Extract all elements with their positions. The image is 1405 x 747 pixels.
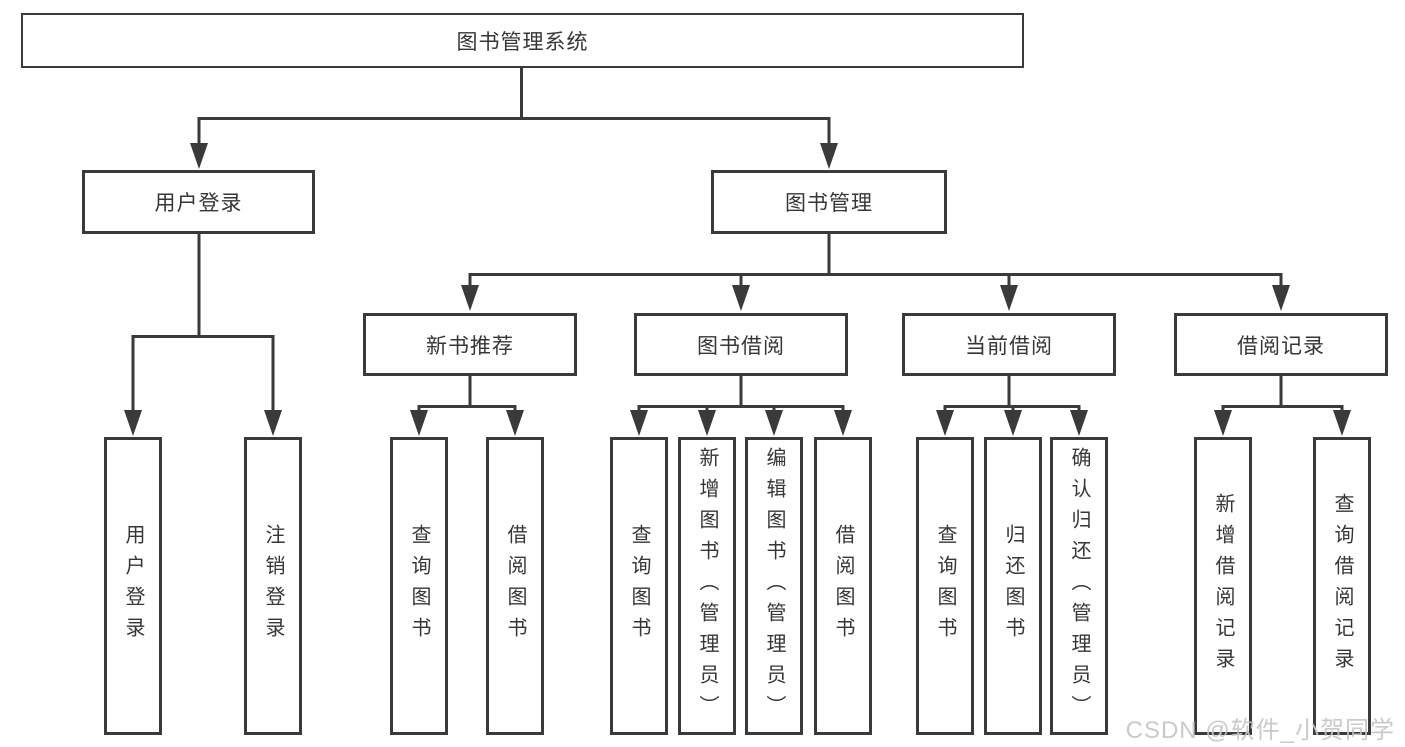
leaf-query-books-current-label: 查询图书 <box>934 524 956 648</box>
node-borrowing-records: 借阅记录 <box>1174 313 1388 376</box>
leaf-borrow-books-borrowing: 借阅图书 <box>814 437 872 735</box>
node-current-borrowing: 当前借阅 <box>902 313 1116 376</box>
leaf-query-books-borrowing: 查询图书 <box>610 437 668 735</box>
leaf-user-login-label: 用户登录 <box>122 524 144 648</box>
leaf-edit-book-admin-label: 编辑图书（管理员） <box>763 446 785 726</box>
node-new-book-recommend: 新书推荐 <box>363 313 577 376</box>
connector-lines <box>131 68 1344 412</box>
arrowheads <box>124 143 1351 436</box>
leaf-logout: 注销登录 <box>244 437 302 735</box>
node-library-management-system: 图书管理系统 <box>21 13 1024 68</box>
leaf-add-borrow-record: 新增借阅记录 <box>1194 437 1252 735</box>
leaf-query-borrow-record-label: 查询借阅记录 <box>1331 493 1353 679</box>
node-borrowing-records-label: 借阅记录 <box>1237 334 1325 358</box>
leaf-edit-book-admin: 编辑图书（管理员） <box>745 437 803 735</box>
node-library-management-system-label: 图书管理系统 <box>456 30 589 54</box>
leaf-query-books-current: 查询图书 <box>916 437 974 735</box>
node-new-book-recommend-label: 新书推荐 <box>426 334 514 358</box>
node-book-borrowing-label: 图书借阅 <box>697 334 785 358</box>
watermark: CSDN @软件_小贺同学 <box>1125 717 1395 744</box>
leaf-user-login: 用户登录 <box>104 437 162 735</box>
leaf-query-books-recommend-label: 查询图书 <box>408 524 430 648</box>
node-book-management-label: 图书管理 <box>785 192 873 215</box>
leaf-borrow-books-recommend-label: 借阅图书 <box>504 524 526 648</box>
node-user-login-label: 用户登录 <box>154 192 243 215</box>
leaf-confirm-return-admin-label: 确认归还（管理员） <box>1068 446 1090 726</box>
leaf-query-books-recommend: 查询图书 <box>390 437 448 735</box>
leaf-borrow-books-recommend: 借阅图书 <box>486 437 544 735</box>
leaf-borrow-books-borrowing-label: 借阅图书 <box>832 524 854 648</box>
leaf-add-borrow-record-label: 新增借阅记录 <box>1212 493 1234 679</box>
leaf-logout-label: 注销登录 <box>262 524 284 648</box>
leaf-add-book-admin: 新增图书（管理员） <box>678 437 736 735</box>
node-user-login: 用户登录 <box>82 170 315 234</box>
leaf-query-books-borrowing-label: 查询图书 <box>628 524 650 648</box>
node-book-management: 图书管理 <box>711 170 947 234</box>
node-book-borrowing: 图书借阅 <box>634 313 848 376</box>
node-current-borrowing-label: 当前借阅 <box>965 334 1053 358</box>
leaf-return-book: 归还图书 <box>984 437 1042 735</box>
leaf-query-borrow-record: 查询借阅记录 <box>1313 437 1371 735</box>
leaf-return-book-label: 归还图书 <box>1002 524 1024 648</box>
leaf-add-book-admin-label: 新增图书（管理员） <box>696 446 718 726</box>
leaf-confirm-return-admin: 确认归还（管理员） <box>1050 437 1108 735</box>
